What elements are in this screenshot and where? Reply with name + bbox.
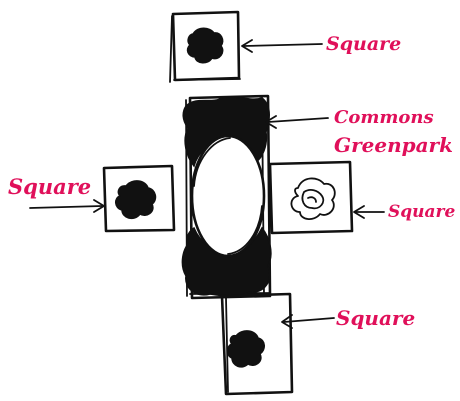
left-square [102,164,176,233]
label-commons-line1: Commons [334,107,434,128]
right-square [268,160,354,235]
label-commons-line2: Greenpark [334,133,453,157]
left-square-tree-icon [115,180,157,220]
label-bottom-square: Square [336,306,415,330]
right-square-tree-icon [290,177,336,220]
top-square-tree-icon [186,27,224,64]
bottom-square-tree-icon [226,330,265,368]
label-right-square: Square [388,202,455,222]
arrow-bottom-square [281,314,335,329]
arrow-commons [265,115,329,129]
arrow-right-square [353,205,385,219]
top-square [169,10,241,83]
commons-park [181,94,272,300]
label-top-square: Square [326,33,401,55]
bottom-square [220,292,294,396]
arrow-left-square [29,199,105,213]
arrow-top-square [241,39,323,53]
label-left-square: Square [8,174,91,199]
